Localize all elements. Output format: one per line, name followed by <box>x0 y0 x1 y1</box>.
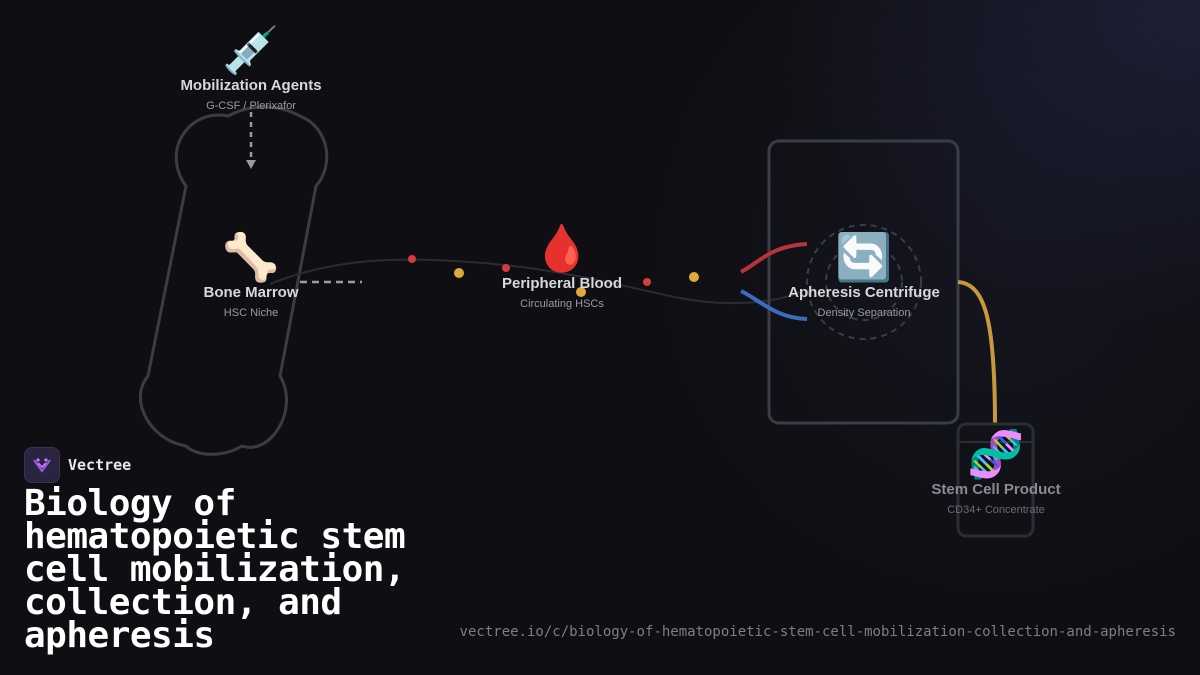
bone-icon: 🦴 <box>222 230 280 284</box>
bone-marrow-subtitle: HSC Niche <box>223 307 279 319</box>
mobilization-subtitle: G-CSF / Plerixafor <box>206 100 296 112</box>
centrifuge-inner-ring <box>825 243 903 321</box>
cycle-arrows-icon: 🔄 <box>835 230 893 284</box>
mobilization-node: 💉 Mobilization Agents G-CSF / Plerixafor <box>161 24 341 114</box>
cell-dot <box>643 278 651 286</box>
blue-return-line <box>740 289 808 321</box>
cell-dot <box>454 268 464 278</box>
page-title: Biology of hematopoietic stem cell mobil… <box>24 483 406 656</box>
peripheral-blood-title: Peripheral Blood <box>501 275 623 292</box>
mobilization-arrow-head <box>246 160 256 169</box>
centrifuge-subtitle: Density Separation <box>817 307 911 319</box>
mobilization-title: Mobilization Agents <box>180 77 322 94</box>
blood-drop-icon: 🩸 <box>533 221 591 275</box>
stem-cell-product-title: Stem Cell Product <box>931 481 1061 498</box>
red-inflow-line <box>740 242 808 274</box>
stem-cell-product-node: 🧬 Stem Cell Product CD34+ Concentrate <box>916 428 1076 518</box>
syringe-icon: 💉 <box>222 23 280 77</box>
peripheral-blood-node: 🩸 Peripheral Blood Circulating HSCs <box>482 222 642 312</box>
vectree-logo-icon <box>24 447 60 483</box>
bone-marrow-node: 🦴 Bone Marrow HSC Niche <box>171 231 331 321</box>
product-collection-line <box>957 280 997 425</box>
centrifuge-title: Apheresis Centrifuge <box>788 284 940 301</box>
cell-dot <box>502 264 510 272</box>
stem-cell-product-subtitle: CD34+ Concentrate <box>947 504 1045 516</box>
bone-outline <box>138 105 329 456</box>
product-bag-outline <box>956 422 1035 538</box>
cell-dot <box>689 272 699 282</box>
bone-marrow-title: Bone Marrow <box>203 284 299 301</box>
brand: Vectree <box>24 447 131 483</box>
cell-dot <box>576 287 586 297</box>
centrifuge-outer-ring <box>806 224 922 340</box>
brand-name: Vectree <box>68 456 132 474</box>
circulation-path <box>269 258 801 305</box>
peripheral-blood-subtitle: Circulating HSCs <box>520 298 604 310</box>
dna-icon: 🧬 <box>967 427 1025 481</box>
cell-dot <box>408 255 416 263</box>
source-url[interactable]: vectree.io/c/biology-of-hematopoietic-st… <box>459 624 1176 640</box>
centrifuge-node: 🔄 Apheresis Centrifuge Density Separatio… <box>774 231 954 321</box>
